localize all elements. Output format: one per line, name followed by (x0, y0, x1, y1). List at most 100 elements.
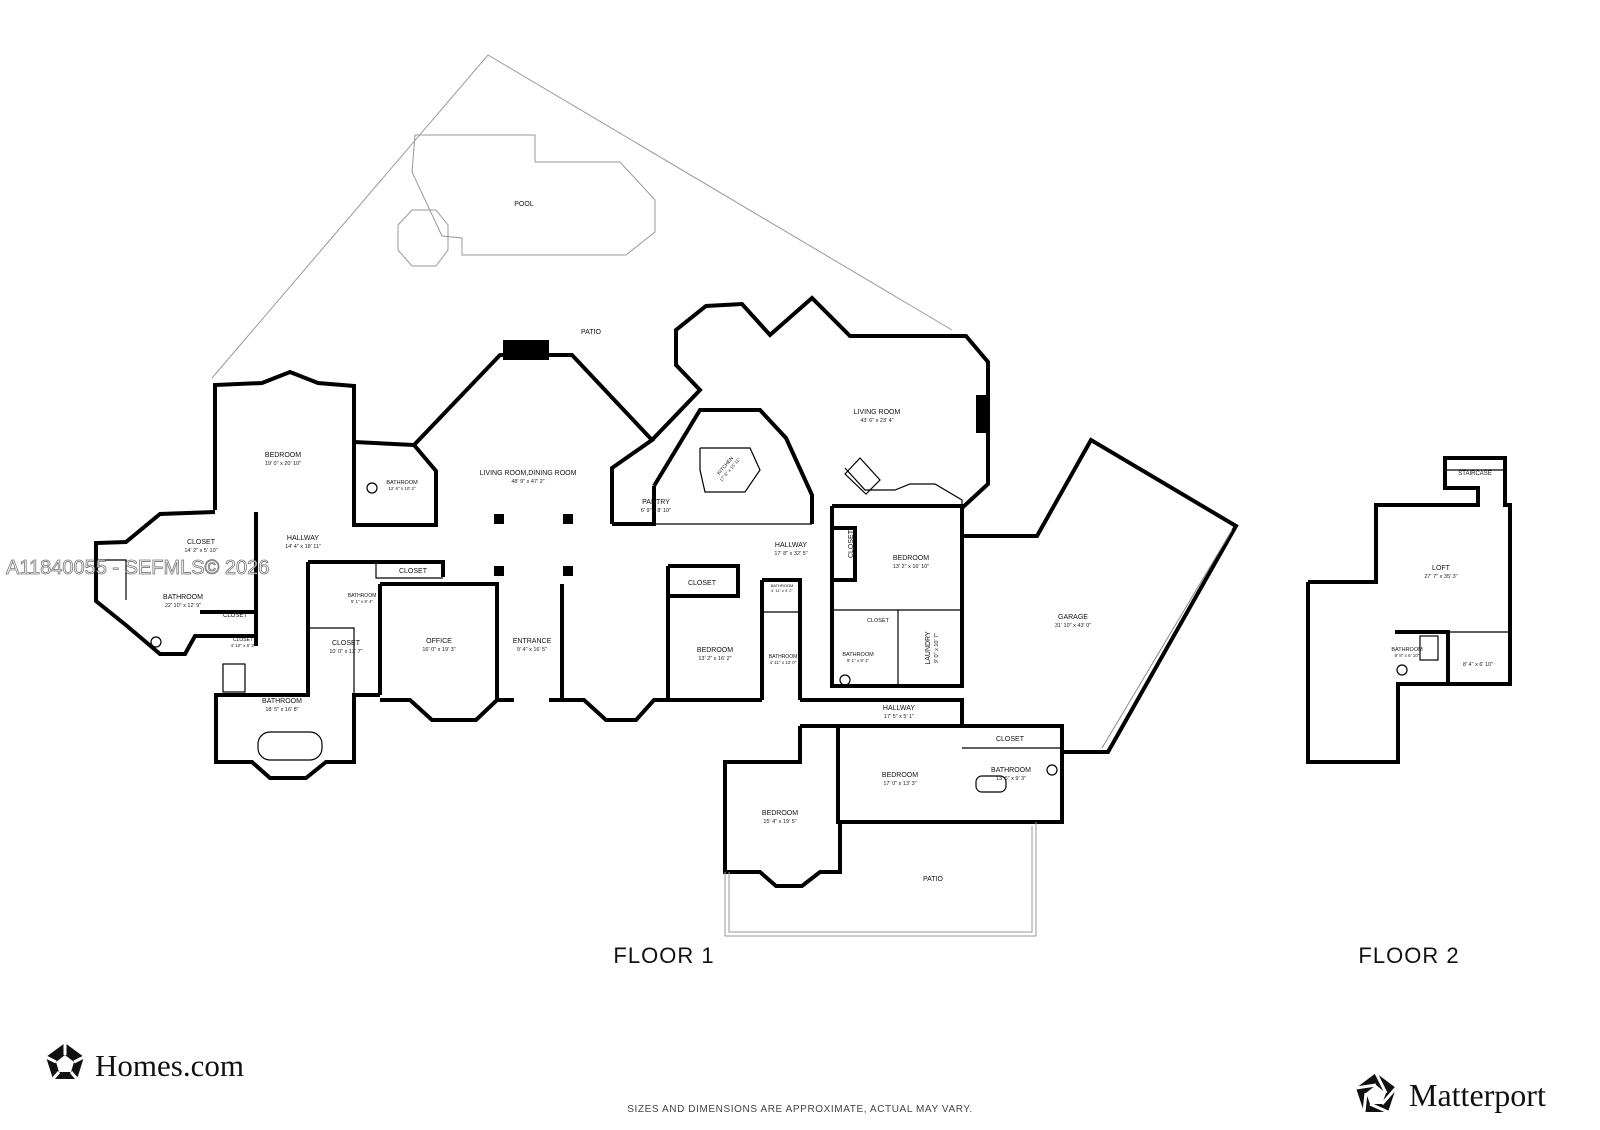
room-label-closet-vertical: CLOSET (848, 529, 855, 558)
room-label-closet-west: CLOSET 14' 2" x 5' 10" (184, 539, 217, 554)
svg-text:HALLWAY: HALLWAY (775, 542, 807, 549)
dimensions-disclaimer: SIZES AND DIMENSIONS ARE APPROXIMATE, AC… (627, 1104, 972, 1115)
svg-text:BEDROOM: BEDROOM (882, 772, 918, 779)
room-label-office: OFFICE 16' 0" x 19' 3" (422, 638, 455, 653)
svg-text:5' 1" x 9' 4": 5' 1" x 9' 4" (351, 599, 374, 604)
svg-text:18' 5" x 16' 8": 18' 5" x 16' 8" (265, 707, 298, 713)
svg-text:BEDROOM: BEDROOM (762, 810, 798, 817)
site-outline (211, 54, 953, 379)
svg-text:CLOSET: CLOSET (848, 529, 855, 558)
room-label-hallway-center: HALLWAY 17' 8" x 32' 5" (774, 542, 807, 557)
room-label-living-room-east: LIVING ROOM 43' 6" x 23' 4" (854, 409, 901, 424)
svg-text:15' 4" x 19' 5": 15' 4" x 19' 5" (763, 819, 796, 825)
floor-1-walls (94, 295, 1239, 937)
room-label-closet-east: CLOSET (867, 618, 890, 624)
svg-text:BEDROOM: BEDROOM (893, 555, 929, 562)
matterport-logo-icon (1355, 1072, 1398, 1114)
room-label-bedroom-south: BEDROOM 17' 0" x 13' 3" (882, 772, 918, 787)
svg-text:PATIO: PATIO (923, 876, 944, 883)
svg-text:22' 10" x 12' 9": 22' 10" x 12' 9" (165, 603, 201, 609)
matterport-logo: Matterport (1355, 1072, 1546, 1114)
room-label-bathroom-center: BATHROOM 4' 11" x 12' 0" (769, 654, 798, 665)
room-label-closet-center: CLOSET (688, 580, 717, 587)
room-label-closet-top: CLOSET (399, 568, 428, 575)
room-label-staircase: STAIRCASE (1458, 471, 1492, 477)
svg-text:BATHROOM: BATHROOM (771, 583, 794, 588)
room-label-pool: POOL (514, 201, 534, 208)
room-label-bathroom-master: BATHROOM 18' 5" x 16' 8" (262, 698, 302, 713)
svg-text:13' 2" x 16' 10": 13' 2" x 16' 10" (893, 564, 929, 570)
room-label-bedroom-east: BEDROOM 13' 2" x 16' 10" (893, 555, 929, 570)
svg-text:17' 5" x 5' 1": 17' 5" x 5' 1" (884, 714, 914, 720)
floor-2-label: FLOOR 2 (1358, 943, 1459, 968)
room-label-bathroom-narrow: BATHROOM 5' 1" x 9' 4" (348, 593, 377, 604)
svg-text:BATHROOM: BATHROOM (1391, 647, 1423, 653)
svg-text:27' 7" x 35' 3": 27' 7" x 35' 3" (1424, 574, 1457, 580)
room-label-closet-south: CLOSET (996, 736, 1025, 743)
matterport-logo-text: Matterport (1409, 1077, 1546, 1113)
room-label-hallway-south: HALLWAY 17' 5" x 5' 1" (883, 705, 915, 720)
svg-text:BATHROOM: BATHROOM (769, 654, 798, 660)
svg-text:BATHROOM: BATHROOM (991, 767, 1031, 774)
svg-text:ENTRANCE: ENTRANCE (513, 638, 552, 645)
svg-text:BATHROOM: BATHROOM (262, 698, 302, 705)
svg-text:48' 9" x 47' 2": 48' 9" x 47' 2" (511, 479, 544, 485)
room-label-living-dining: LIVING ROOM,DINING ROOM 48' 9" x 47' 2" (480, 470, 577, 485)
svg-text:BATHROOM: BATHROOM (842, 652, 874, 658)
floor-1-label: FLOOR 1 (613, 943, 714, 968)
svg-text:CLOSET: CLOSET (187, 539, 216, 546)
svg-text:31' 10" x 43' 0": 31' 10" x 43' 0" (1055, 623, 1091, 629)
svg-text:14' 4" x 18' 11": 14' 4" x 18' 11" (285, 544, 321, 550)
svg-text:BATHROOM: BATHROOM (386, 480, 418, 486)
room-label-bathroom-south: BATHROOM 13' 6" x 9' 3" (991, 767, 1031, 782)
room-label-bedroom-center: BEDROOM 13' 2" x 16' 2" (697, 647, 733, 662)
room-label-closet-strip: CLOSET (223, 613, 247, 619)
room-label-bathroom-west: BATHROOM 22' 10" x 12' 9" (163, 594, 203, 609)
svg-text:LOFT: LOFT (1432, 565, 1451, 572)
room-label-bathroom-small: BATHROOM 12' 6" x 10' 2" (386, 480, 418, 491)
svg-text:16' 0" x 19' 3": 16' 0" x 19' 3" (422, 647, 455, 653)
svg-text:LIVING ROOM,DINING ROOM: LIVING ROOM,DINING ROOM (480, 470, 577, 477)
svg-text:9' 0" x 10' 7": 9' 0" x 10' 7" (934, 633, 940, 663)
svg-text:BEDROOM: BEDROOM (265, 452, 301, 459)
svg-text:STAIRCASE: STAIRCASE (1458, 471, 1492, 477)
room-label-bathroom-east: BATHROOM 9' 1" x 8' 1" (842, 652, 874, 663)
homes-logo-text: Homes.com (95, 1048, 244, 1083)
svg-text:6' 9" x 8' 10": 6' 9" x 8' 10" (641, 508, 671, 514)
homes-logo: Homes.com (45, 1043, 244, 1083)
room-label-loft: LOFT 27' 7" x 35' 3" (1424, 565, 1457, 580)
svg-text:10' 0" x 13' 7": 10' 0" x 13' 7" (329, 649, 362, 655)
svg-text:17' 0" x 13' 3": 17' 0" x 13' 3" (883, 781, 916, 787)
svg-text:CLOSET: CLOSET (399, 568, 428, 575)
svg-text:PANTRY: PANTRY (642, 499, 670, 506)
svg-text:4' 11" x 12' 0": 4' 11" x 12' 0" (770, 660, 797, 665)
svg-text:9' 1" x 8' 1": 9' 1" x 8' 1" (847, 658, 870, 663)
svg-text:12' 6" x 10' 2": 12' 6" x 10' 2" (388, 486, 416, 491)
svg-text:BEDROOM: BEDROOM (697, 647, 733, 654)
svg-text:43' 6" x 23' 4": 43' 6" x 23' 4" (860, 418, 893, 424)
svg-text:17' 8" x 32' 5": 17' 8" x 32' 5" (774, 551, 807, 557)
svg-text:19' 0" x 20' 10": 19' 0" x 20' 10" (265, 461, 301, 467)
svg-text:CLOSET: CLOSET (223, 613, 247, 619)
svg-text:BATHROOM: BATHROOM (163, 594, 203, 601)
room-label-laundry: LAUNDRY 9' 0" x 10' 7" (925, 631, 940, 665)
svg-text:LIVING ROOM: LIVING ROOM (854, 409, 901, 416)
room-label-entrance: ENTRANCE 9' 4" x 16' 5" (513, 638, 552, 653)
svg-text:8' 8" x 6' 10": 8' 8" x 6' 10" (1395, 653, 1420, 658)
room-label-closet-mid: CLOSET 10' 0" x 13' 7" (329, 640, 362, 655)
svg-text:13' 6" x 9' 3": 13' 6" x 9' 3" (996, 776, 1026, 782)
room-label-floor2-unnamed: 8' 4" x 6' 10" (1463, 662, 1493, 668)
svg-text:CLOSET: CLOSET (233, 637, 253, 643)
svg-text:13' 2" x 16' 2": 13' 2" x 16' 2" (698, 656, 731, 662)
room-label-bathroom-floor2: BATHROOM 8' 8" x 6' 10" (1391, 647, 1423, 658)
room-label-patio-north: PATIO (581, 329, 602, 336)
room-label-bedroom-southwest: BEDROOM 15' 4" x 19' 5" (762, 810, 798, 825)
svg-text:CLOSET: CLOSET (867, 618, 890, 624)
svg-text:14' 2" x 5' 10": 14' 2" x 5' 10" (184, 548, 217, 554)
floor-2-walls (1306, 456, 1512, 764)
svg-text:8' 4" x 6' 10": 8' 4" x 6' 10" (1463, 662, 1493, 668)
svg-text:PATIO: PATIO (581, 329, 602, 336)
svg-text:CLOSET: CLOSET (332, 640, 361, 647)
svg-text:POOL: POOL (514, 201, 534, 208)
